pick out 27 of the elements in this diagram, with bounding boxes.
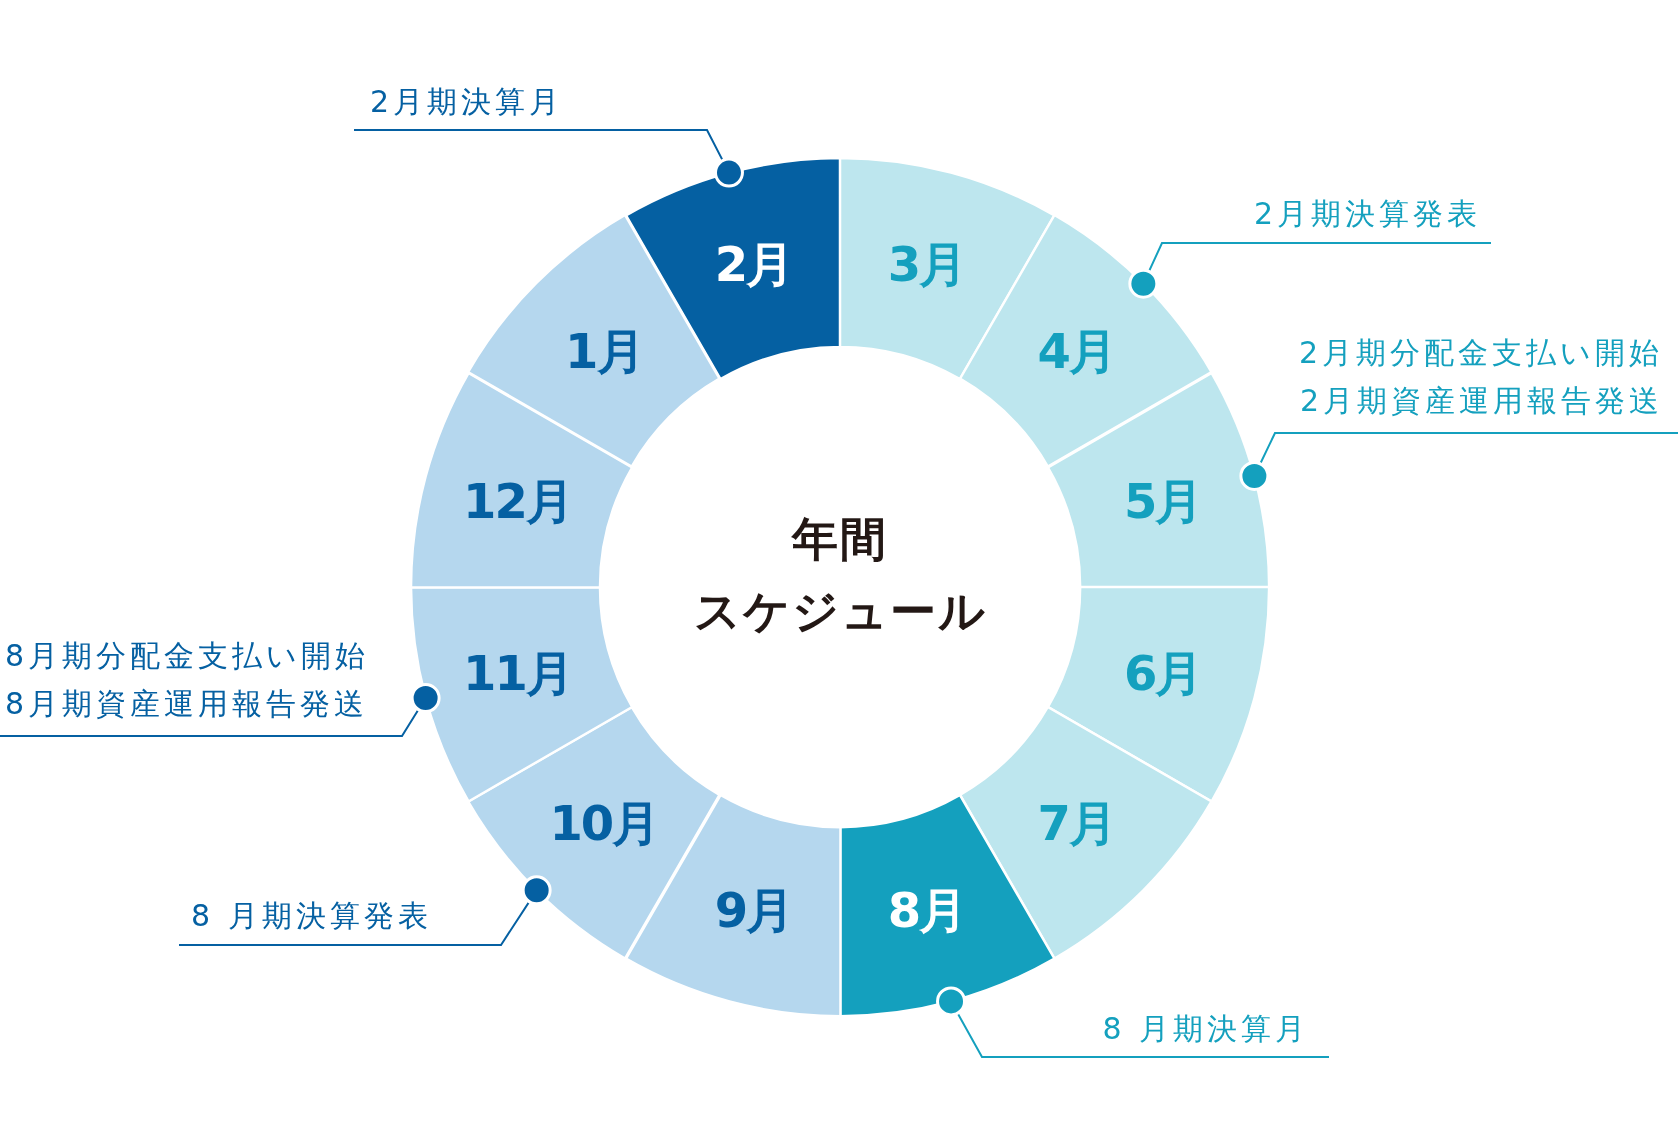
callout-text: 8 月期決算月 [1102, 1011, 1309, 1047]
leader-line [353, 129, 744, 188]
month-label: 10月 [549, 799, 659, 848]
month-label: 5月 [1123, 476, 1202, 525]
month-label: 4月 [1037, 326, 1115, 375]
callout-text: 2月期決算月 [370, 84, 564, 120]
month-label: 2月 [714, 240, 793, 289]
callout-text: 2月期決算発表 [1253, 196, 1481, 232]
month-label: 3月 [887, 240, 966, 289]
diagram-title: 年間スケジュール [692, 511, 988, 640]
leader-line [0, 683, 441, 737]
callout-text: 8月期資産運用報告発送 [5, 685, 369, 723]
month-label: 7月 [1037, 799, 1115, 848]
leader-line [1128, 242, 1492, 299]
month-label: 9月 [714, 885, 793, 934]
month-label: 11月 [463, 649, 572, 698]
callout-text: 2月期資産運用報告発送 [1299, 382, 1663, 420]
callout-text: 8 月期決算発表 [191, 898, 432, 934]
callout-text: 8月期分配金支払い開始 [5, 637, 370, 675]
month-label: 6月 [1123, 649, 1202, 698]
month-label: 1月 [565, 326, 643, 375]
month-label: 12月 [463, 476, 572, 525]
month-label: 8月 [887, 885, 966, 934]
leader-line [936, 986, 1330, 1058]
leader-line [1239, 432, 1679, 491]
callout-text: 2月期分配金支払い開始 [1298, 334, 1663, 372]
leader-line [178, 875, 552, 946]
